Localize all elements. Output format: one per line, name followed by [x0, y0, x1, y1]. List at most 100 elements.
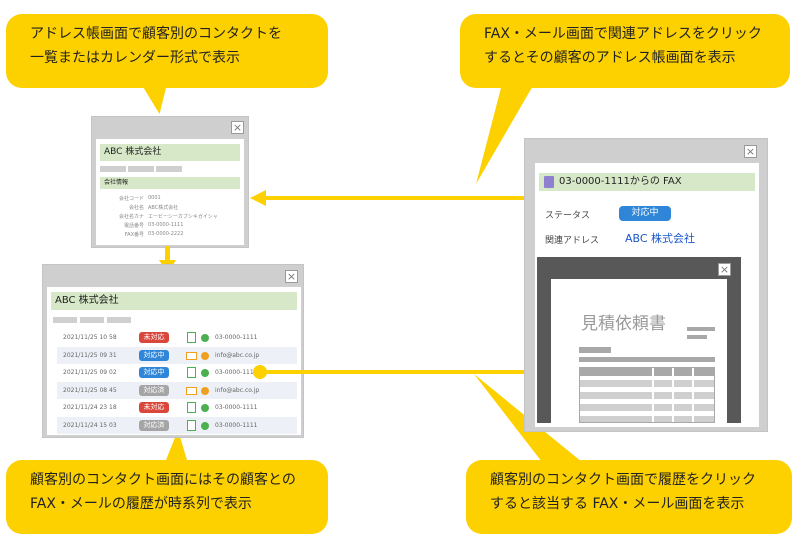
fax-icon — [187, 419, 196, 431]
callout-line-1: アドレス帳画面で顧客別のコンタクトを — [30, 26, 282, 42]
table-row — [580, 392, 714, 399]
tab-placeholder — [53, 317, 77, 323]
section-header: 会社情報 — [100, 177, 240, 189]
contact-list-panel: ABC 株式会社 2021/11/25 10 58 未対応 03-0000-1111… — [47, 287, 301, 435]
company-header: ABC 株式会社 — [51, 292, 297, 310]
status-badge: 対応中 — [139, 367, 169, 378]
callout-line-2: すると該当する FAX・メール画面を表示 — [490, 496, 745, 512]
contact-address: 03-0000-1111 — [215, 404, 258, 411]
table-column-divider — [672, 368, 674, 422]
contact-history-row[interactable]: 2021/11/24 23 18 未対応 03-0000-1111 — [57, 399, 297, 416]
fax-icon — [187, 332, 196, 343]
close-icon[interactable]: × — [231, 121, 244, 134]
field-label: 電話番号 — [123, 223, 144, 229]
related-address-label: 関連アドレス — [545, 236, 600, 246]
tab-placeholder — [80, 317, 104, 323]
fax-title: 03-0000-1111からの FAX — [559, 176, 682, 187]
close-icon[interactable]: × — [718, 263, 731, 276]
contact-datetime: 2021/11/25 10 58 — [63, 334, 117, 341]
field-label: 会社コード — [118, 196, 144, 202]
status-badge: 対応済 — [139, 384, 169, 396]
fax-icon — [544, 176, 554, 188]
fax-icon — [187, 402, 196, 413]
download-icon — [201, 369, 209, 377]
contact-history-row[interactable]: 2021/11/25 09 31 対応中 info@abc.co.jp — [57, 346, 297, 364]
contact-address: 03-0000-1111 — [215, 369, 258, 376]
related-address-link[interactable]: ABC 株式会社 — [625, 232, 696, 245]
status-badge[interactable]: 対応中 — [619, 206, 671, 221]
contact-address: info@abc.co.jp — [215, 386, 260, 394]
fax-panel: 03-0000-1111からの FAX ステータス 対応中 関連アドレス ABC… — [535, 163, 759, 427]
document-line — [687, 327, 715, 331]
field-label: 会社名 — [128, 205, 144, 211]
mail-icon — [186, 351, 197, 360]
field-value: 03-0000-2222 — [148, 231, 184, 237]
contact-history-row[interactable]: 2021/11/24 15 03 対応済 03-0000-1111 — [57, 416, 297, 434]
callout-line-1: FAX・メール画面で関連アドレスをクリック — [484, 26, 762, 42]
callout-contact-history: 顧客別のコンタクト画面にはその顧客との FAX・メールの履歴が時系列で表示 — [6, 460, 328, 534]
contact-datetime: 2021/11/25 09 02 — [63, 369, 117, 376]
status-badge: 対応済 — [139, 419, 169, 431]
field-value: エービーシーカブシキガイシャ — [148, 214, 218, 220]
document-title: 見積依頼書 — [581, 314, 666, 334]
contact-datetime: 2021/11/25 09 31 — [63, 351, 117, 359]
fax-icon — [187, 367, 196, 378]
fax-document-page: 見積依頼書 — [551, 279, 727, 423]
callout-line-1: 顧客別のコンタクト画面にはその顧客との — [30, 472, 296, 488]
table-column-divider — [692, 368, 694, 422]
callout-fax-link: FAX・メール画面で関連アドレスをクリック するとその顧客のアドレス帳画面を表示 — [460, 14, 790, 88]
field-value: 0001 — [148, 195, 161, 201]
table-header-row — [580, 368, 714, 376]
contact-datetime: 2021/11/24 15 03 — [63, 421, 117, 429]
status-badge: 未対応 — [139, 332, 169, 343]
callout-tail — [476, 84, 534, 184]
tab-placeholder — [100, 166, 126, 172]
table-column-divider — [652, 368, 654, 422]
tab-placeholder — [156, 166, 182, 172]
table-row — [580, 416, 714, 422]
contact-list-window: × ABC 株式会社 2021/11/25 10 58 未対応 03-0000-11… — [42, 264, 304, 438]
tab-placeholder — [128, 166, 154, 172]
contact-datetime: 2021/11/25 08 45 — [63, 386, 117, 394]
address-book-panel: ABC 株式会社 会社情報 会社コード 0001 会社名 ABC株式会社会社名カナエー… — [96, 139, 244, 245]
callout-line-2: FAX・メールの履歴が時系列で表示 — [30, 496, 252, 512]
arrow-open-fax — [253, 364, 540, 380]
document-line — [687, 335, 707, 339]
table-row — [580, 404, 714, 411]
reply-icon — [201, 386, 209, 395]
download-icon — [201, 334, 209, 342]
callout-history-click: 顧客別のコンタクト画面で履歴をクリック すると該当する FAX・メール画面を表示 — [466, 460, 792, 534]
address-book-window: × ABC 株式会社 会社情報 会社コード 0001 会社名 ABC株式会社会社名カナ… — [91, 116, 249, 248]
contact-history-row[interactable]: 2021/11/25 10 58 未対応 03-0000-1111 — [57, 329, 297, 346]
document-line — [579, 347, 611, 353]
tab-placeholder — [107, 317, 131, 323]
status-label: ステータス — [545, 211, 591, 221]
document-line — [579, 357, 715, 362]
callout-line-1: 顧客別のコンタクト画面で履歴をクリック — [490, 472, 756, 488]
company-header: ABC 株式会社 — [100, 144, 240, 161]
field-value: ABC株式会社 — [148, 205, 179, 211]
close-icon[interactable]: × — [744, 145, 757, 158]
contact-address: info@abc.co.jp — [215, 351, 260, 359]
contact-datetime: 2021/11/24 23 18 — [63, 404, 117, 411]
table-row — [580, 380, 714, 387]
mail-icon — [186, 386, 197, 395]
contact-history-row[interactable]: 2021/11/25 08 45 対応済 info@abc.co.jp — [57, 381, 297, 399]
contact-address: 03-0000-1111 — [215, 334, 258, 341]
close-icon[interactable]: × — [285, 270, 298, 283]
reply-icon — [201, 351, 209, 360]
contact-history-row[interactable]: 2021/11/25 09 02 対応中 03-0000-1111 — [57, 364, 297, 381]
field-value: 03-0000-1111 — [148, 222, 184, 228]
callout-address-book: アドレス帳画面で顧客別のコンタクトを 一覧またはカレンダー形式で表示 — [6, 14, 328, 88]
callout-line-2: 一覧またはカレンダー形式で表示 — [30, 50, 240, 66]
status-badge: 未対応 — [139, 402, 169, 413]
field-label: FAX番号 — [124, 232, 144, 238]
document-table — [579, 367, 715, 423]
fax-title-bar: 03-0000-1111からの FAX — [539, 173, 755, 191]
field-label: 会社名カナ — [118, 214, 144, 220]
fax-document-viewer: × 見積依頼書 — [537, 257, 741, 423]
status-badge: 対応中 — [139, 349, 169, 361]
download-icon — [201, 421, 209, 430]
contact-address: 03-0000-1111 — [215, 421, 258, 429]
fax-window: × 03-0000-1111からの FAX ステータス 対応中 関連アドレス A… — [524, 138, 768, 432]
